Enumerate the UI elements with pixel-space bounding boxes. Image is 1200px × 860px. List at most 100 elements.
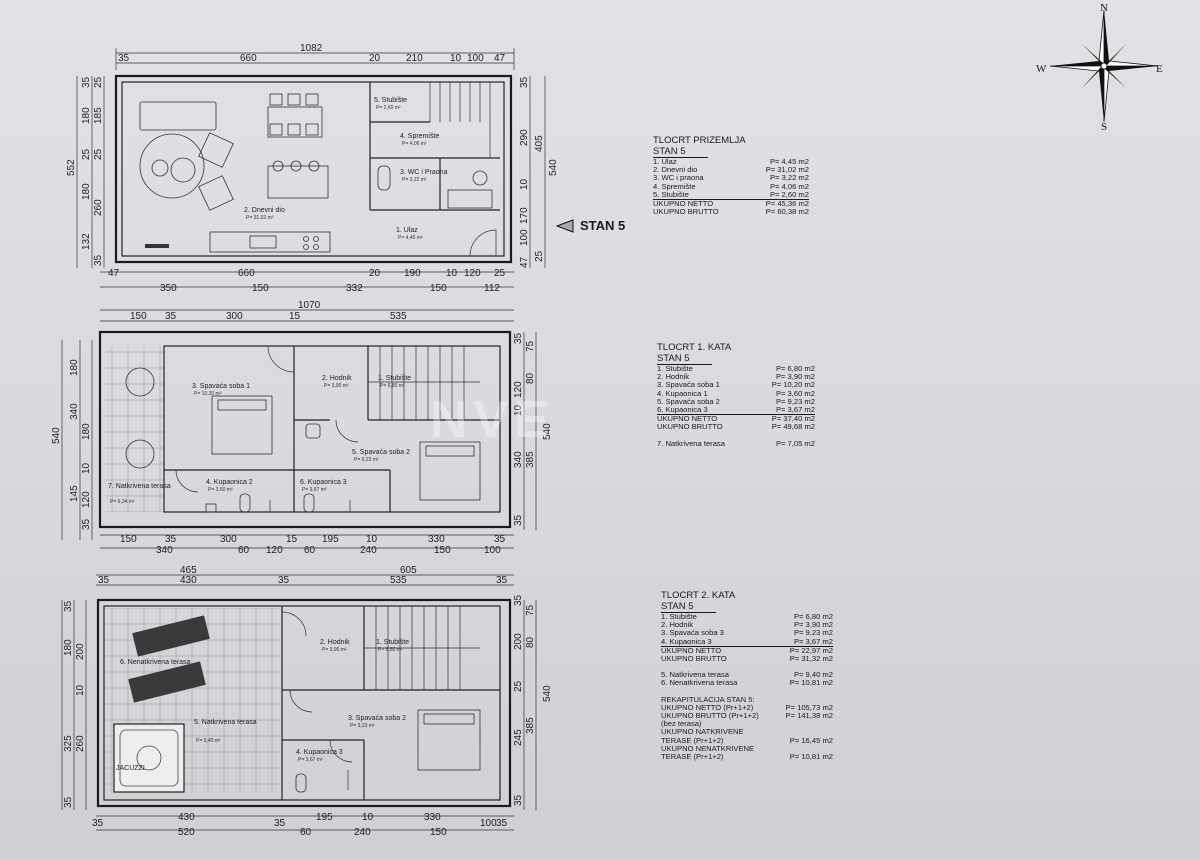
svg-text:240: 240	[354, 827, 371, 838]
svg-text:P= 3,67 m²: P= 3,67 m²	[302, 487, 327, 493]
sun-lounger	[128, 615, 210, 703]
second-room-labels: 6. Nenatkrivena terasa 2. Hodnik P= 3,90…	[116, 639, 409, 772]
toilet	[239, 493, 251, 513]
svg-text:35: 35	[165, 311, 177, 322]
svg-text:25: 25	[534, 250, 545, 262]
svg-text:3. Spavaća soba 2: 3. Spavaća soba 2	[348, 715, 406, 722]
svg-text:1. Stubište: 1. Stubište	[378, 375, 411, 382]
ground-dims-bottom: 47 660 20 190 10 120 25 350 150 332 150 …	[108, 268, 506, 294]
second-dims-right: 35 75 80 200 25 245 385 540 35	[513, 594, 553, 806]
ground-dims-top: 35 660 20 210 10 100 47	[118, 53, 506, 64]
armchair	[198, 175, 234, 211]
svg-text:35: 35	[513, 514, 524, 526]
svg-text:35: 35	[63, 600, 74, 612]
svg-text:P= 3,90 m²: P= 3,90 m²	[322, 647, 347, 653]
svg-text:180: 180	[81, 423, 92, 440]
svg-text:35: 35	[81, 518, 92, 530]
svg-text:10: 10	[450, 53, 462, 64]
svg-text:P= 31,02 m²: P= 31,02 m²	[246, 215, 274, 221]
svg-text:1. Ulaz: 1. Ulaz	[396, 227, 418, 234]
svg-text:520: 520	[178, 827, 195, 838]
svg-text:25: 25	[93, 148, 104, 160]
svg-text:5. Spavaća soba 2: 5. Spavaća soba 2	[352, 449, 410, 456]
ground-floor-plan: 1082 35 660 20 210 10 100 47	[66, 43, 559, 294]
legend-second-subtitle: STAN 5	[661, 601, 716, 613]
svg-text:150: 150	[430, 283, 447, 294]
svg-text:15: 15	[289, 311, 301, 322]
legend-ground-subtitle: STAN 5	[653, 146, 708, 158]
second-dims-left: 35 180 200 10 325 260 35	[63, 600, 86, 808]
svg-text:5. Stubište: 5. Stubište	[374, 97, 407, 104]
svg-text:430: 430	[178, 812, 195, 823]
svg-text:430: 430	[180, 575, 197, 586]
svg-text:35: 35	[494, 534, 506, 545]
jacuzzi	[113, 723, 185, 793]
svg-text:20: 20	[369, 268, 381, 279]
legend-recap-natk-row: TERASE (Pr+1+2)P= 16,45 m2	[661, 735, 833, 745]
svg-text:10: 10	[446, 268, 458, 279]
svg-text:35: 35	[496, 575, 508, 586]
svg-text:35: 35	[278, 575, 290, 586]
svg-text:35: 35	[63, 796, 74, 808]
ground-dims-left: 552 35 180 25 180 132 25 185 25 260 35	[66, 76, 104, 266]
kitchen-counter	[209, 231, 331, 253]
svg-text:100: 100	[467, 53, 484, 64]
svg-text:540: 540	[542, 685, 553, 702]
svg-text:535: 535	[390, 575, 407, 586]
toilet	[303, 493, 315, 513]
svg-text:300: 300	[226, 311, 243, 322]
compass-s-label: S	[1101, 121, 1108, 133]
svg-text:P= 3,90 m²: P= 3,90 m²	[324, 383, 349, 389]
compass-n-label: N	[1100, 2, 1108, 14]
svg-text:100: 100	[480, 818, 497, 829]
svg-text:10: 10	[366, 534, 378, 545]
svg-text:10: 10	[362, 812, 374, 823]
second-dim-total-2: 605	[400, 565, 417, 576]
svg-text:25: 25	[513, 680, 524, 692]
svg-text:35: 35	[496, 818, 508, 829]
svg-text:2. Dnevni dio: 2. Dnevni dio	[244, 207, 285, 214]
svg-text:210: 210	[406, 53, 423, 64]
second-dims-top: 35 430 35 535 35	[98, 575, 508, 586]
svg-text:80: 80	[525, 372, 536, 384]
ground-stairs	[429, 82, 491, 158]
first-terrace-tiles	[106, 346, 164, 512]
svg-text:3. Spavaća soba 1: 3. Spavaća soba 1	[192, 383, 250, 390]
svg-text:20: 20	[369, 53, 381, 64]
bed-3	[417, 709, 481, 771]
svg-text:330: 330	[424, 812, 441, 823]
svg-text:P= 3,67 m²: P= 3,67 m²	[298, 757, 323, 763]
watermark: NVE	[430, 391, 555, 449]
svg-text:185: 185	[93, 107, 104, 124]
svg-text:180: 180	[81, 183, 92, 200]
svg-text:112: 112	[484, 283, 500, 294]
legend-recap-natk: UKUPNO NATKRIVENE	[661, 727, 744, 737]
svg-text:P= 6,80 m²: P= 6,80 m²	[378, 647, 403, 653]
bed-1	[211, 395, 273, 455]
svg-text:JACUZZI: JACUZZI	[116, 765, 145, 772]
svg-text:25: 25	[494, 268, 506, 279]
svg-text:P= 6,80 m²: P= 6,80 m²	[380, 383, 405, 389]
legend-ground-title: TLOCRT PRIZEMLJA	[653, 135, 746, 146]
rug	[139, 133, 205, 199]
armchair	[198, 132, 234, 168]
svg-text:540: 540	[51, 427, 62, 444]
svg-text:132: 132	[81, 233, 92, 250]
svg-text:540: 540	[548, 159, 559, 176]
svg-text:60: 60	[304, 545, 316, 556]
svg-text:150: 150	[434, 545, 451, 556]
legend-recap-brutto: UKUPNO BRUTTO (Pr+1+2)P= 141,38 m2	[661, 711, 833, 721]
svg-text:P= 9,40 m²: P= 9,40 m²	[196, 738, 221, 744]
kitchen-island	[267, 160, 329, 199]
sofa	[139, 101, 217, 131]
